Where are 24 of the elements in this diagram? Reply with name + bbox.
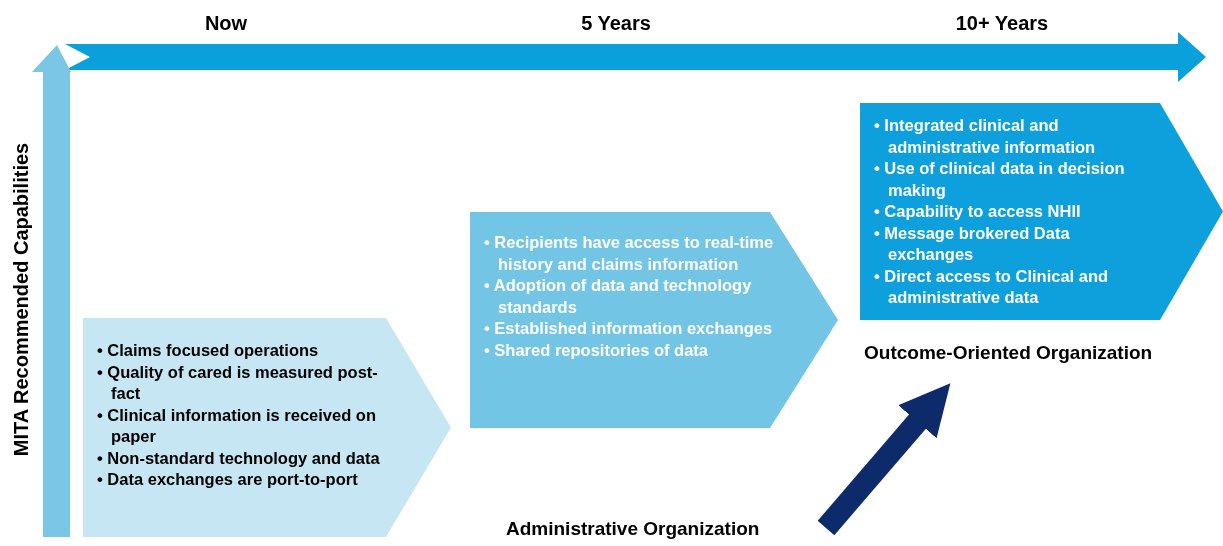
organization-label: Administrative Organization — [506, 518, 761, 540]
bullet-item: • Direct access to Clinical and administrative data — [874, 265, 1110, 308]
chevron-box — [470, 212, 838, 428]
bullet-item: • Clinical information is received on paper — [97, 404, 377, 447]
timeline-label: 10+ Years — [955, 12, 1049, 35]
bullet-item: • Shared repositories of data — [484, 339, 709, 361]
bullet-item: • Adoption of data and technology standards — [484, 275, 753, 318]
bullet-item: • Claims focused operations — [97, 340, 320, 361]
bullet-item: • Message brokered Data exchanges — [874, 222, 1071, 265]
timeline-label: 5 Years — [581, 12, 651, 35]
bullet-item: • Quality of cared is measured post-fact — [97, 361, 379, 404]
bullet-item: • Data exchanges are port-to-port — [97, 469, 359, 490]
chevron-box — [860, 103, 1223, 320]
axis-label: MITA Recommended Capabilities — [10, 142, 34, 457]
arrow — [817, 383, 951, 536]
bullet-item: • Recipients have access to real-time history and claims information — [484, 232, 775, 275]
chevron-box — [83, 318, 451, 537]
timeline-label: Now — [204, 12, 248, 35]
bullet-item: • Non-standard technology and data — [97, 447, 381, 469]
organization-label: Outcome-Oriented Organization — [864, 342, 1154, 364]
bullet-item: • Use of clinical data in decision making — [874, 158, 1126, 201]
bullet-item: • Established information exchanges — [484, 318, 774, 339]
bullet-item: • Integrated clinical and administrative information — [874, 115, 1097, 158]
bullet-item: • Capability to access NHII — [874, 201, 1082, 222]
